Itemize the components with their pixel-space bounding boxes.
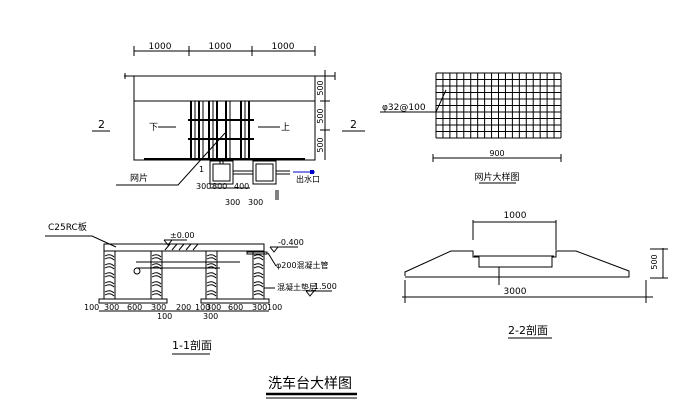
rebar-label: φ32@100 [382, 103, 426, 113]
hatch-mark [253, 281, 264, 288]
bottom-dim-4: 300 [225, 198, 240, 207]
bottom-dim-5: 300 [248, 198, 263, 207]
base-slab-right [200, 298, 270, 304]
top-slab [103, 243, 265, 252]
bottom-dim-2: 800 [212, 182, 227, 191]
plan-outline [133, 75, 316, 161]
hatch-mark [206, 281, 217, 288]
hatch-mark [253, 254, 264, 261]
mesh-caption: 网片大样图 [474, 171, 519, 183]
section-1-1: C25RC板 ±0.00 [45, 221, 337, 355]
hatch-mark [151, 272, 162, 279]
hatch-mark [104, 254, 115, 261]
sec1-dim: 300 [151, 303, 166, 312]
sec2-width-dim: 3000 [504, 287, 527, 297]
mesh-leader [116, 132, 226, 186]
hatch-mark [253, 272, 264, 279]
top-dim-1: 1000 [149, 42, 172, 52]
sec2-top-dim: 1000 [504, 211, 527, 221]
sec1-dim: 300 [206, 303, 221, 312]
sec1-dim: 200 [176, 303, 191, 312]
mesh-grid [435, 72, 562, 139]
hatch-mark [253, 290, 264, 297]
right-dim-3: 500 [316, 137, 325, 152]
sec1-dim: 300 [252, 303, 267, 312]
arrow-left-label: 下 [149, 123, 158, 133]
outlet-label: 出水口 [296, 174, 320, 184]
section-2-2: 1000 500 3000 2-2剖面 [402, 211, 668, 339]
right-dim-2: 500 [316, 108, 325, 123]
bottom-dims: 100 300 600 300 200 100 300 600 300 100 … [84, 303, 282, 321]
section-mark-right: 2 [350, 118, 357, 131]
sec1-dim: 600 [127, 303, 142, 312]
hatch-mark [206, 290, 217, 297]
hatch-mark [206, 254, 217, 261]
section-1-1-caption: 1-1剖面 [172, 338, 212, 352]
bottom-dim-3: 400 [234, 182, 249, 191]
plan-view: 1000 1000 1000 500 500 500 [92, 42, 365, 207]
hatch-mark [104, 281, 115, 288]
sec1-dim: 100 [267, 303, 282, 312]
pit-right [252, 160, 277, 185]
title-text: 洗车台大样图 [268, 375, 352, 392]
hatch-mark [104, 290, 115, 297]
section-1-mark: 1 [199, 165, 204, 174]
sec1-dim: 600 [228, 303, 243, 312]
pipe-label: φ200混凝土管 [276, 260, 329, 270]
level-top: ±0.00 [170, 231, 195, 240]
section-2-2-outline [404, 250, 630, 278]
bottom-dim-1: 300 [196, 182, 211, 191]
wall-hatching [104, 254, 264, 297]
right-dim-1: 500 [316, 80, 325, 95]
section-mark-left: 2 [98, 118, 105, 131]
hatch-mark [104, 263, 115, 270]
sec1-dim: 100 [195, 303, 210, 312]
arrow-right-label: 上 [281, 122, 290, 133]
hatch-mark [206, 272, 217, 279]
section-2-2-caption: 2-2剖面 [508, 323, 548, 337]
rebar-leader [380, 89, 447, 113]
base-slab-left [98, 298, 168, 304]
top-dim-3: 1000 [272, 42, 295, 52]
slab-label: C25RC板 [48, 221, 87, 233]
hatch-mark [151, 254, 162, 261]
sec1-dim: 100 [84, 303, 99, 312]
sec1-dim: 300 [104, 303, 119, 312]
bottom-label: 混凝土垫层 [277, 282, 317, 292]
hatch-mark [151, 281, 162, 288]
sec1-subdim: 100 [157, 312, 172, 321]
pipe-circle [133, 267, 141, 275]
hatch-mark [151, 290, 162, 297]
slab-leader [45, 235, 117, 248]
drawing-title: 洗车台大样图 [266, 375, 357, 399]
level-bottom: -1.500 [311, 282, 337, 291]
mesh-label: 网片 [130, 172, 148, 184]
level-mid: -0.400 [278, 238, 304, 247]
hatch-mark [253, 263, 264, 270]
sec1-subdim: 300 [203, 312, 218, 321]
grate-bars [188, 101, 254, 160]
top-dim-2: 1000 [209, 42, 232, 52]
sec2-height-dim: 500 [650, 254, 659, 269]
mesh-detail: φ32@100 900 网片大样图 [380, 72, 562, 184]
hatch-mark [104, 272, 115, 279]
mesh-width-value: 900 [489, 149, 504, 158]
